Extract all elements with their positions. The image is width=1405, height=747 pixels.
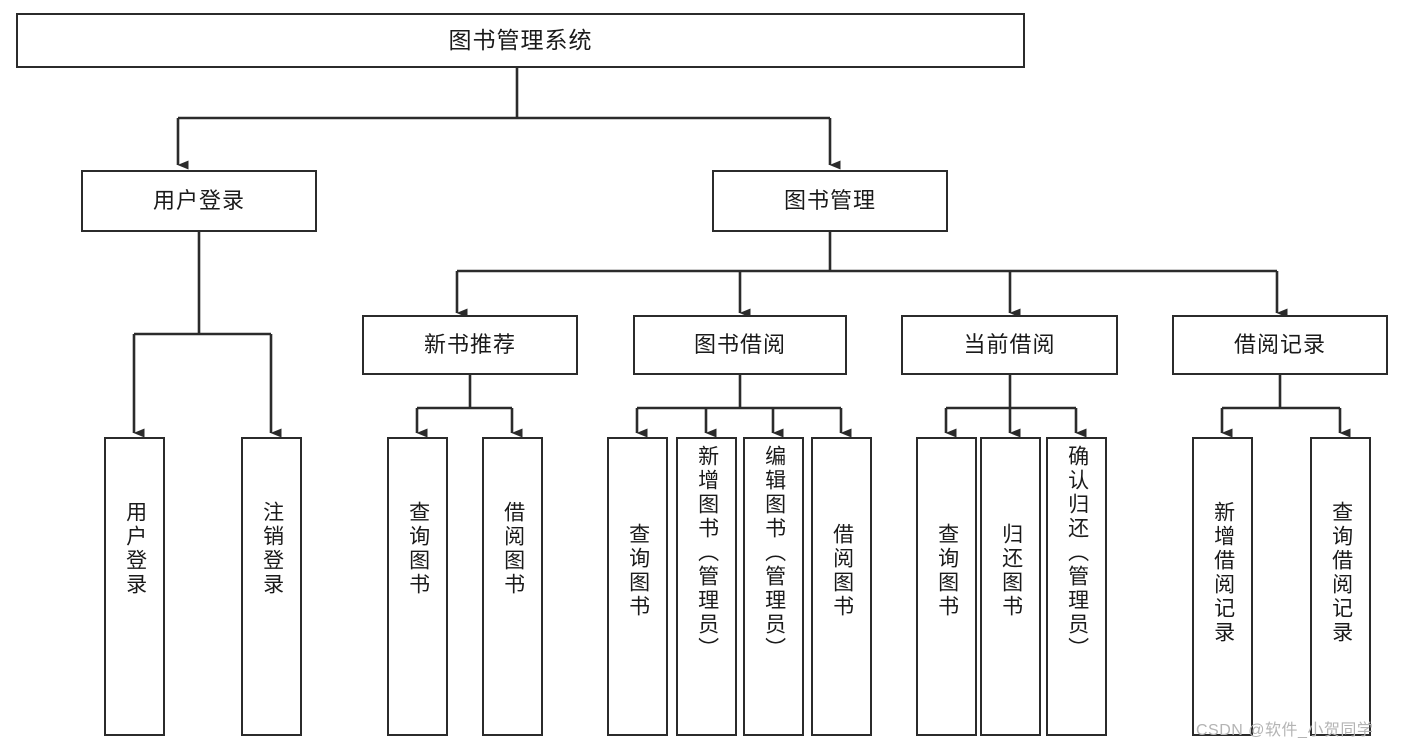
- node-label: 新书推荐: [423, 332, 516, 358]
- leaf-book-borrow-add[interactable]: 新增图书（管理员）: [676, 437, 737, 736]
- node-borrow-record[interactable]: 借阅记录: [1172, 315, 1388, 375]
- leaf-book-borrow-query[interactable]: 查询图书: [607, 437, 668, 736]
- node-label: 查询图书: [626, 523, 650, 619]
- leaf-current-borrow-confirm-return[interactable]: 确认归还（管理员）: [1046, 437, 1107, 736]
- leaf-borrow-record-query[interactable]: 查询借阅记录: [1310, 437, 1371, 736]
- leaf-new-book-borrow[interactable]: 借阅图书: [482, 437, 543, 736]
- leaf-book-borrow-lend[interactable]: 借阅图书: [811, 437, 872, 736]
- node-root-system[interactable]: 图书管理系统: [16, 13, 1025, 68]
- node-label: 图书管理系统: [448, 27, 593, 54]
- leaf-borrow-record-add[interactable]: 新增借阅记录: [1192, 437, 1253, 736]
- leaf-current-borrow-return[interactable]: 归还图书: [980, 437, 1041, 736]
- node-label: 查询图书: [406, 501, 430, 597]
- node-book-borrow[interactable]: 图书借阅: [633, 315, 847, 375]
- node-label: 新增借阅记录: [1211, 501, 1235, 645]
- node-user-login[interactable]: 用户登录: [81, 170, 317, 232]
- node-label: 图书管理: [783, 188, 876, 214]
- node-label: 新增图书（管理员）: [695, 445, 719, 661]
- node-label: 当前借阅: [963, 332, 1056, 358]
- node-label: 确认归还（管理员）: [1065, 445, 1089, 661]
- leaf-user-login-login[interactable]: 用户登录: [104, 437, 165, 736]
- leaf-user-login-logout[interactable]: 注销登录: [241, 437, 302, 736]
- node-new-book-recommend[interactable]: 新书推荐: [362, 315, 578, 375]
- node-label: 借阅记录: [1233, 332, 1326, 358]
- node-book-management[interactable]: 图书管理: [712, 170, 948, 232]
- node-label: 查询图书: [935, 523, 959, 619]
- node-current-borrow[interactable]: 当前借阅: [901, 315, 1118, 375]
- node-label: 用户登录: [123, 501, 147, 597]
- leaf-book-borrow-edit[interactable]: 编辑图书（管理员）: [743, 437, 804, 736]
- node-label: 编辑图书（管理员）: [762, 445, 786, 661]
- node-label: 查询借阅记录: [1329, 501, 1353, 645]
- node-label: 归还图书: [999, 523, 1023, 619]
- leaf-new-book-query[interactable]: 查询图书: [387, 437, 448, 736]
- node-label: 注销登录: [260, 501, 284, 597]
- csdn-watermark: CSDN @软件_小贺同学: [1196, 722, 1374, 739]
- node-label: 图书借阅: [693, 332, 786, 358]
- node-label: 借阅图书: [501, 501, 525, 597]
- node-label: 借阅图书: [830, 523, 854, 619]
- leaf-current-borrow-query[interactable]: 查询图书: [916, 437, 977, 736]
- node-label: 用户登录: [152, 188, 245, 214]
